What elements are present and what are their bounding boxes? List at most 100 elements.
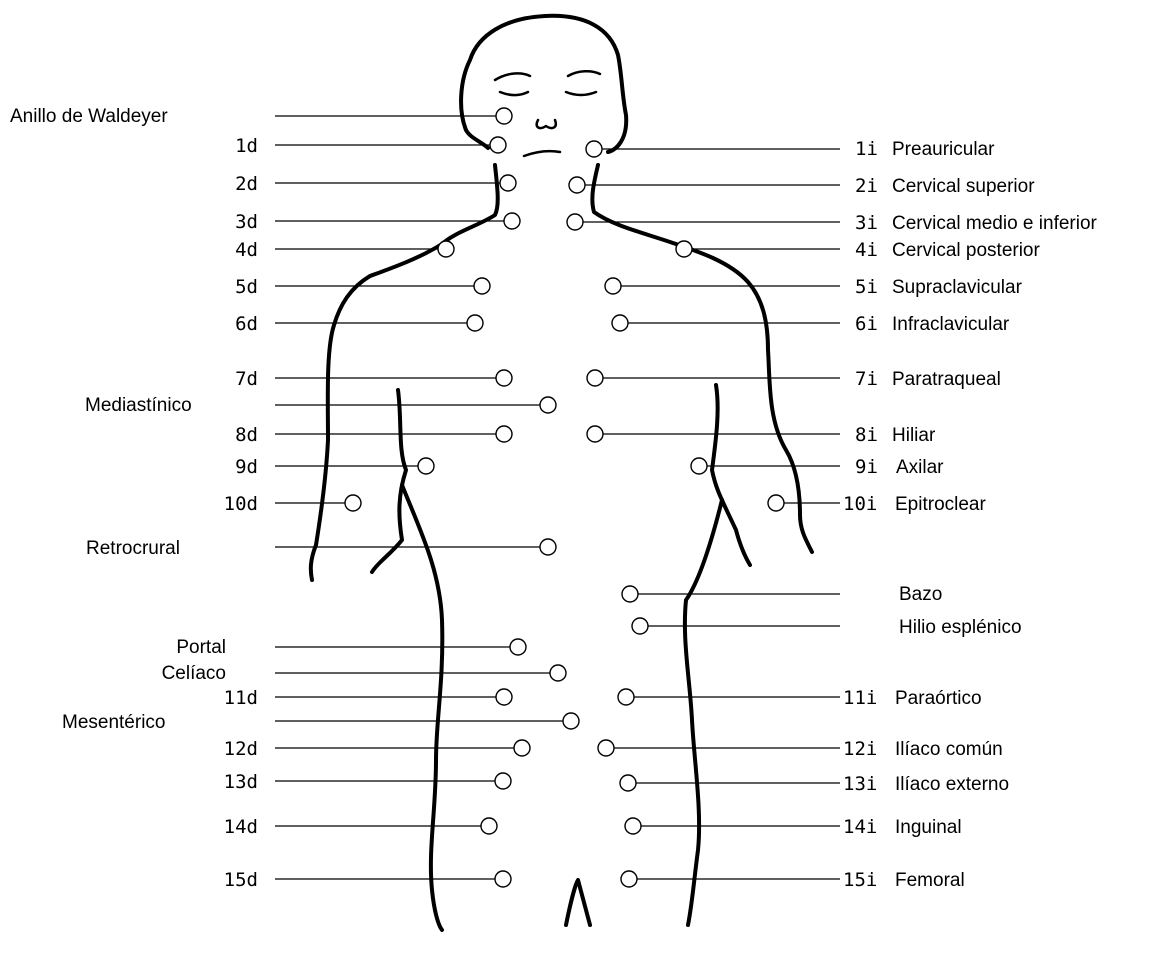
num-7i: 7i xyxy=(855,368,878,390)
num-5d: 5d xyxy=(235,276,258,298)
name-11i: Paraórtico xyxy=(895,688,982,709)
node-12d xyxy=(514,740,530,756)
node-1d xyxy=(490,137,506,153)
node-6d xyxy=(467,315,483,331)
num-7d: 7d xyxy=(235,368,258,390)
nose xyxy=(537,120,556,128)
name-5i: Supraclavicular xyxy=(892,277,1023,298)
num-12d: 12d xyxy=(224,738,258,760)
right-neck-shoulder-arm xyxy=(311,165,498,580)
node-5i xyxy=(605,278,621,294)
name-6i: Infraclavicular xyxy=(892,314,1010,335)
num-11d: 11d xyxy=(224,687,258,709)
label-spleen: Bazo xyxy=(899,584,942,605)
node-14i xyxy=(625,818,641,834)
num-10d: 10d xyxy=(224,493,258,515)
num-2i: 2i xyxy=(855,175,878,197)
name-10i: Epitroclear xyxy=(895,494,986,515)
label-waldeyer: Anillo de Waldeyer xyxy=(10,106,168,127)
num-14d: 14d xyxy=(224,816,258,838)
node-portal xyxy=(510,639,526,655)
head-outline xyxy=(461,16,626,152)
node-9i xyxy=(691,458,707,474)
num-5i: 5i xyxy=(855,276,878,298)
node-6i xyxy=(612,315,628,331)
node-14d xyxy=(481,818,497,834)
mouth xyxy=(524,151,560,156)
crotch xyxy=(566,880,590,925)
right-leaders xyxy=(275,108,579,887)
name-2i: Cervical superior xyxy=(892,176,1035,197)
label-mesenteric: Mesentérico xyxy=(62,712,166,733)
num-13i: 13i xyxy=(843,773,877,795)
num-1d: 1d xyxy=(235,135,258,157)
label-portal: Portal xyxy=(176,637,226,658)
num-9d: 9d xyxy=(235,456,258,478)
node-15d xyxy=(495,871,511,887)
node-13d xyxy=(495,773,511,789)
node-waldeyer xyxy=(496,108,512,124)
name-8i: Hiliar xyxy=(892,425,936,446)
node-2d xyxy=(500,175,516,191)
num-4d: 4d xyxy=(235,239,258,261)
num-8i: 8i xyxy=(855,424,878,446)
num-9i: 9i xyxy=(855,456,878,478)
node-3i xyxy=(567,214,583,230)
num-3i: 3i xyxy=(855,212,878,234)
node-2i xyxy=(569,177,585,193)
node-11i xyxy=(618,689,634,705)
num-13d: 13d xyxy=(224,771,258,793)
label-mediastinal: Mediastínico xyxy=(85,395,192,416)
name-7i: Paratraqueal xyxy=(892,369,1001,390)
num-1i: 1i xyxy=(855,138,878,160)
body-outline xyxy=(311,16,812,930)
node-celiac xyxy=(550,665,566,681)
node-10d xyxy=(345,495,361,511)
node-mesenteric xyxy=(563,713,579,729)
node-7d xyxy=(496,370,512,386)
node-9d xyxy=(418,458,434,474)
node-3d xyxy=(504,213,520,229)
node-7i xyxy=(587,370,603,386)
num-2d: 2d xyxy=(235,173,258,195)
left-labels: 1i Preauricular 2i Cervical superior 3i … xyxy=(843,138,1098,891)
right-leg-outline xyxy=(402,485,442,930)
num-14i: 14i xyxy=(843,816,877,838)
num-15i: 15i xyxy=(843,869,877,891)
node-retrocrural xyxy=(540,539,556,555)
node-8i xyxy=(587,426,603,442)
right-numbers: 1d 2d 3d 4d 5d 6d 7d 8d 9d 10d 11d 12d 1… xyxy=(224,135,258,891)
left-neck-shoulder-arm xyxy=(592,165,812,552)
node-5d xyxy=(474,278,490,294)
name-3i: Cervical medio e inferior xyxy=(892,213,1098,234)
name-15i: Femoral xyxy=(895,870,965,891)
name-9i: Axilar xyxy=(896,457,944,478)
name-4i: Cervical posterior xyxy=(892,240,1040,261)
node-15i xyxy=(621,871,637,887)
left-eyebrow xyxy=(568,71,600,76)
num-3d: 3d xyxy=(235,211,258,233)
name-13i: Ilíaco externo xyxy=(895,774,1009,795)
node-13i xyxy=(620,775,636,791)
node-4d xyxy=(438,241,454,257)
num-10i: 10i xyxy=(843,493,877,515)
num-15d: 15d xyxy=(224,869,258,891)
node-1i xyxy=(586,141,602,157)
left-leg-outline xyxy=(685,500,722,925)
node-10i xyxy=(768,495,784,511)
left-eye xyxy=(566,92,596,95)
node-mediastinal xyxy=(540,397,556,413)
node-12i xyxy=(598,740,614,756)
num-6d: 6d xyxy=(235,313,258,335)
right-torso-side xyxy=(372,390,406,572)
node-spleen xyxy=(622,586,638,602)
left-torso-side xyxy=(712,385,750,565)
num-8d: 8d xyxy=(235,424,258,446)
label-retrocrural: Retrocrural xyxy=(86,538,180,559)
num-12i: 12i xyxy=(843,738,877,760)
node-splenic-hilum xyxy=(632,618,648,634)
num-6i: 6i xyxy=(855,313,878,335)
node-4i xyxy=(676,241,692,257)
name-12i: Ilíaco común xyxy=(895,739,1003,760)
